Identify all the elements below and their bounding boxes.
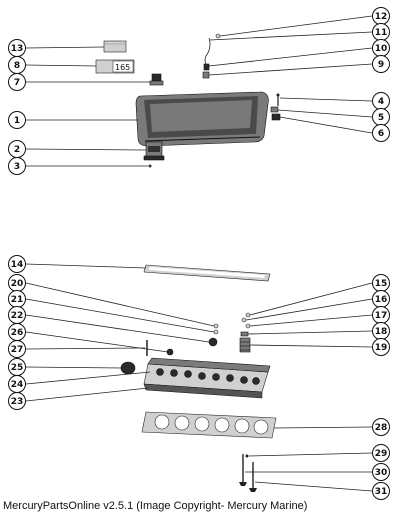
- callout-28[interactable]: 28: [372, 418, 390, 436]
- part-1-rocker-cover[interactable]: [135, 91, 269, 147]
- svg-text:3: 3: [14, 162, 20, 172]
- svg-text:12: 12: [375, 12, 388, 22]
- part-10-pcv-valve[interactable]: [203, 63, 210, 71]
- svg-text:15: 15: [375, 279, 388, 289]
- callout-14[interactable]: 14: [8, 255, 26, 273]
- part-16-cap[interactable]: [241, 317, 247, 323]
- callout-2[interactable]: 2: [8, 140, 26, 158]
- part-17-seal[interactable]: [245, 323, 251, 329]
- svg-text:5: 5: [378, 113, 384, 123]
- part-13-decal[interactable]: [103, 40, 127, 53]
- svg-text:26: 26: [11, 328, 24, 338]
- part-3-grommet[interactable]: [148, 164, 152, 168]
- svg-text:20: 20: [11, 279, 24, 289]
- callout-25[interactable]: 25: [8, 358, 26, 376]
- part-8-decal-165[interactable]: 165: [95, 59, 135, 74]
- part-7-oil-cap[interactable]: [149, 73, 164, 86]
- callout-11[interactable]: 11: [372, 23, 390, 41]
- part-25-plug[interactable]: [120, 361, 136, 375]
- callout-21[interactable]: 21: [8, 290, 26, 308]
- svg-text:31: 31: [375, 487, 388, 497]
- callout-4[interactable]: 4: [372, 92, 390, 110]
- part-11-pcv-elbow[interactable]: [215, 33, 221, 39]
- callout-17[interactable]: 17: [372, 306, 390, 324]
- svg-text:13: 13: [11, 44, 24, 54]
- copyright-footer: MercuryPartsOnline v2.5.1 (Image Copyrig…: [3, 500, 308, 512]
- callout-1[interactable]: 1: [8, 111, 26, 129]
- svg-text:16: 16: [375, 295, 388, 305]
- svg-text:22: 22: [11, 311, 24, 321]
- part-6-grommet[interactable]: [271, 113, 281, 121]
- part-21-seal[interactable]: [213, 329, 219, 335]
- callout-6[interactable]: 6: [372, 124, 390, 142]
- part-15-keeper[interactable]: [245, 312, 251, 318]
- svg-text:23: 23: [11, 397, 24, 407]
- callout-24[interactable]: 24: [8, 375, 26, 393]
- part-19-valve-spring[interactable]: [239, 337, 251, 353]
- callout-18[interactable]: 18: [372, 322, 390, 340]
- svg-text:29: 29: [375, 449, 388, 459]
- part-23-cylinder-head[interactable]: [143, 357, 271, 399]
- callout-20[interactable]: 20: [8, 274, 26, 292]
- callout-29[interactable]: 29: [372, 444, 390, 462]
- callout-15[interactable]: 15: [372, 274, 390, 292]
- callout-31[interactable]: 31: [372, 482, 390, 500]
- svg-text:11: 11: [375, 28, 388, 38]
- svg-text:10: 10: [375, 44, 388, 54]
- callout-10[interactable]: 10: [372, 39, 390, 57]
- svg-text:17: 17: [375, 311, 388, 321]
- svg-text:4: 4: [378, 97, 384, 107]
- part-5-washer[interactable]: [270, 106, 279, 113]
- svg-text:1: 1: [14, 116, 20, 126]
- part-29-guide[interactable]: [245, 454, 249, 458]
- svg-text:7: 7: [14, 78, 20, 88]
- svg-text:24: 24: [11, 380, 24, 390]
- callout-8[interactable]: 8: [8, 56, 26, 74]
- callout-22[interactable]: 22: [8, 306, 26, 324]
- callout-5[interactable]: 5: [372, 108, 390, 126]
- svg-text:8: 8: [14, 61, 20, 71]
- callout-9[interactable]: 9: [372, 55, 390, 73]
- svg-text:30: 30: [375, 468, 388, 478]
- svg-text:14: 14: [11, 260, 24, 270]
- svg-text:19: 19: [375, 343, 388, 353]
- callout-3[interactable]: 3: [8, 157, 26, 175]
- part-28-head-gasket[interactable]: [141, 411, 277, 439]
- callout-30[interactable]: 30: [372, 463, 390, 481]
- callout-27[interactable]: 27: [8, 340, 26, 358]
- part-22-rotator[interactable]: [208, 337, 218, 347]
- svg-text:2: 2: [14, 145, 20, 155]
- part-24-head-ports[interactable]: [156, 368, 260, 385]
- part-12-pcv-hose[interactable]: [204, 37, 211, 65]
- part-2-breather[interactable]: [143, 141, 165, 161]
- callout-16[interactable]: 16: [372, 290, 390, 308]
- callout-7[interactable]: 7: [8, 73, 26, 91]
- callouts-right: 12 11 10 9 4 5 6 15: [372, 7, 390, 500]
- decal-165-text: 165: [115, 63, 130, 72]
- svg-text:9: 9: [378, 60, 384, 70]
- svg-text:18: 18: [375, 327, 388, 337]
- callout-26[interactable]: 26: [8, 323, 26, 341]
- svg-text:25: 25: [11, 363, 24, 373]
- part-9-pcv-grommet[interactable]: [202, 71, 210, 79]
- svg-text:27: 27: [11, 345, 24, 355]
- svg-text:21: 21: [11, 295, 24, 305]
- svg-text:6: 6: [378, 129, 384, 139]
- part-20-cap[interactable]: [213, 323, 219, 329]
- part-30-intake-valve[interactable]: [239, 454, 247, 486]
- callout-13[interactable]: 13: [8, 39, 26, 57]
- part-18-retainer[interactable]: [240, 331, 249, 337]
- callout-19[interactable]: 19: [372, 338, 390, 356]
- leader-lines: [25, 15, 373, 492]
- callout-12[interactable]: 12: [372, 7, 390, 25]
- part-31-exhaust-valve[interactable]: [249, 462, 257, 492]
- callout-23[interactable]: 23: [8, 392, 26, 410]
- part-14-rocker-gasket[interactable]: [143, 264, 271, 282]
- callouts-left: 13 8 7 1 2 3 14 20: [8, 39, 26, 410]
- svg-text:28: 28: [375, 423, 388, 433]
